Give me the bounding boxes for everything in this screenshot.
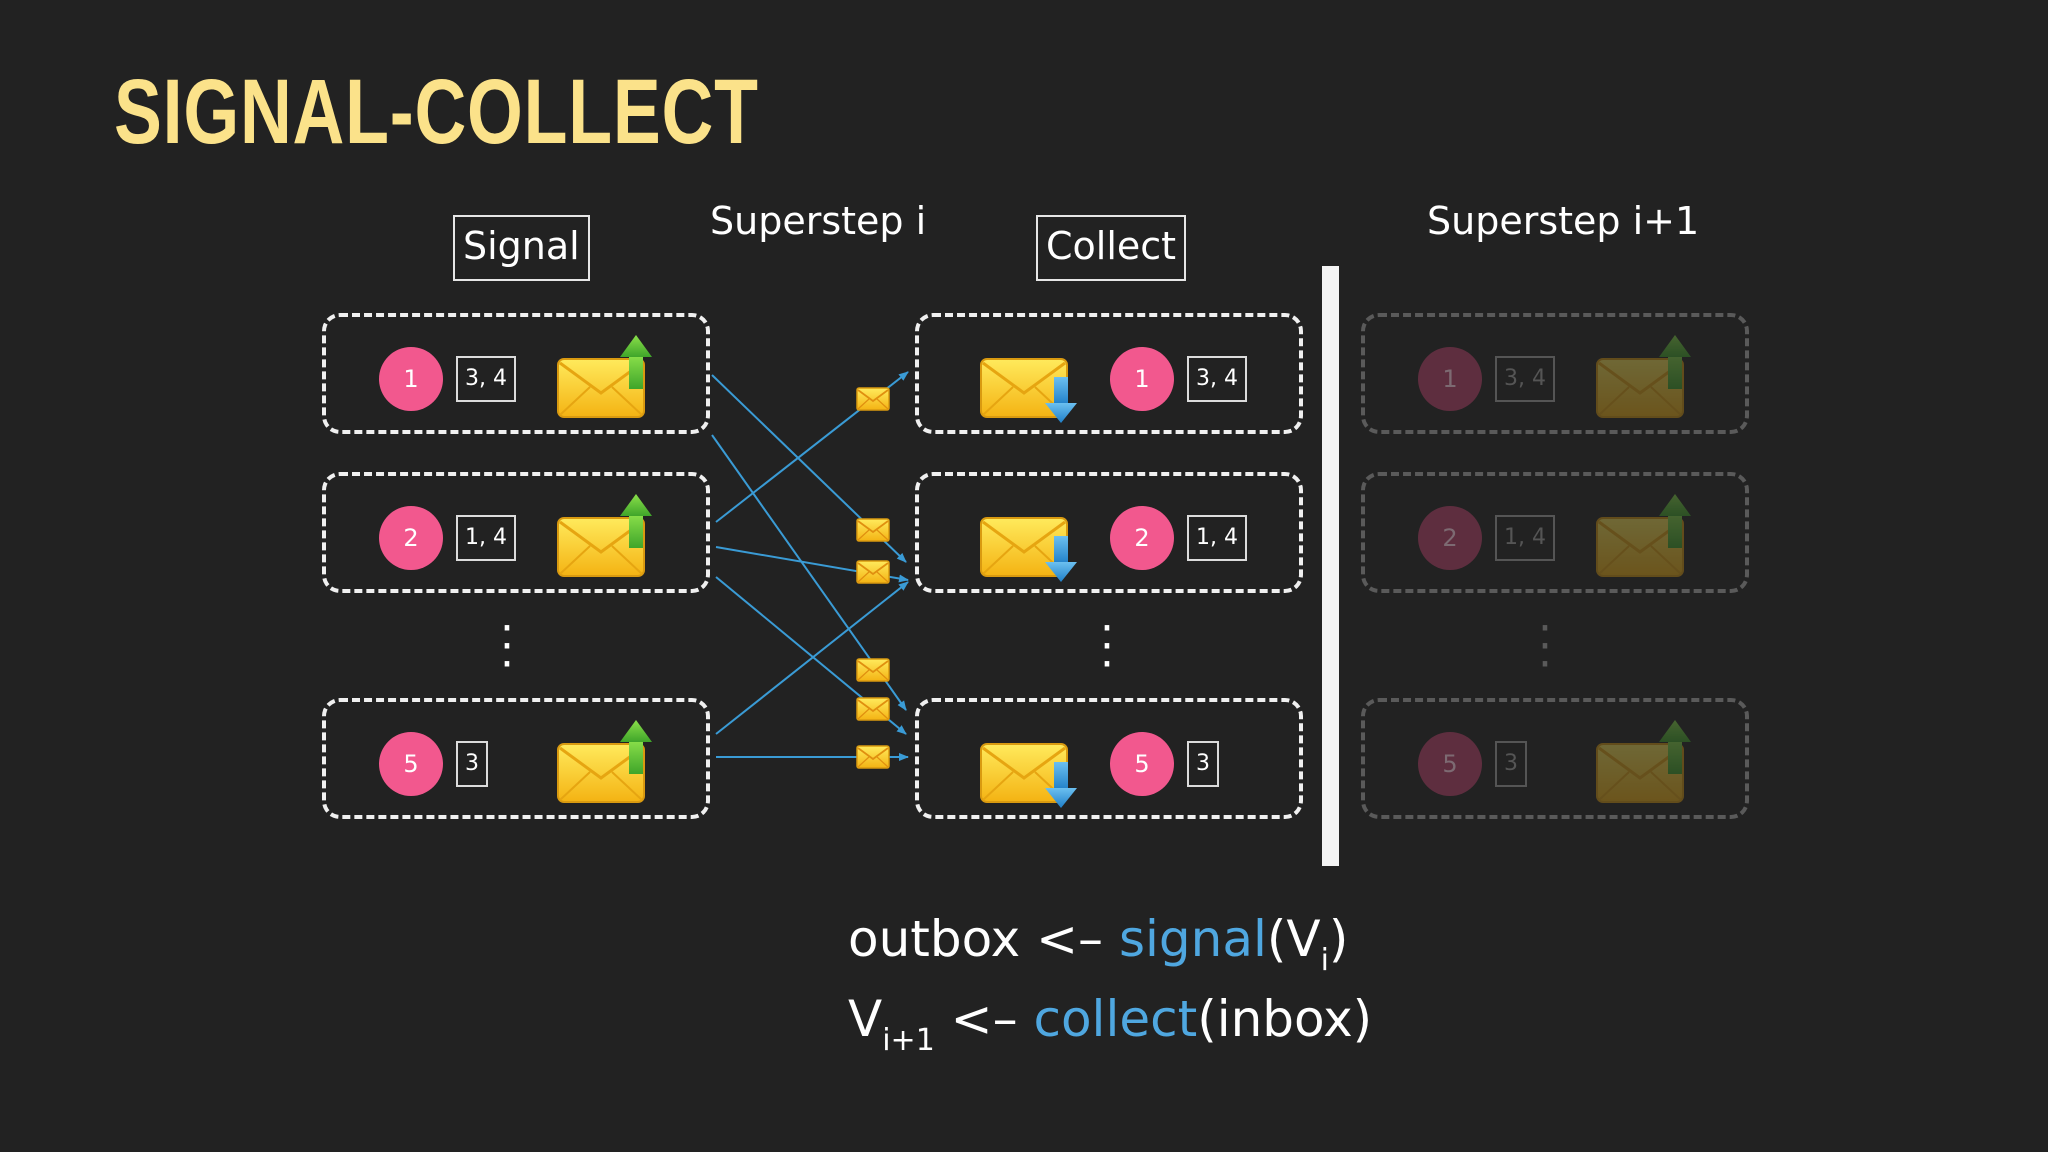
next-vertex-group-2: 2 1, 4 — [1361, 472, 1749, 593]
vertex-node: 2 — [379, 506, 443, 570]
envelope-up-arrow-icon — [1595, 492, 1693, 578]
vertex-node: 1 — [379, 347, 443, 411]
next-vertex-group-1: 1 3, 4 — [1361, 313, 1749, 434]
vertex-node: 5 — [379, 732, 443, 796]
vertex-node: 5 — [1110, 732, 1174, 796]
message-icon — [856, 745, 890, 769]
envelope-down-arrow-icon — [979, 357, 1079, 423]
envelope-up-arrow-icon — [556, 718, 654, 804]
neighbor-list: 3, 4 — [456, 356, 516, 402]
superstep-i-label: Superstep i — [710, 199, 927, 243]
signal-phase-label: Signal — [453, 215, 590, 281]
collect-function: collect — [1033, 990, 1198, 1048]
collect-phase-label: Collect — [1036, 215, 1187, 281]
ellipsis-vertical: ··· — [500, 603, 514, 690]
message-icon — [856, 560, 890, 584]
vertex-node: 1 — [1418, 347, 1482, 411]
signal-formula: outbox <– signal(Vi) — [848, 907, 1349, 976]
collect-vertex-group-2: 2 1, 4 — [915, 472, 1303, 593]
envelope-down-arrow-icon — [979, 742, 1079, 808]
message-icon — [856, 518, 890, 542]
message-arrow — [715, 581, 909, 735]
slide-title: SIGNAL-COLLECT — [114, 61, 759, 163]
message-arrow — [715, 371, 909, 523]
next-vertex-group-5: 5 3 — [1361, 698, 1749, 819]
collect-vertex-group-5: 5 3 — [915, 698, 1303, 819]
neighbor-list: 3 — [1187, 741, 1219, 787]
signal-vertex-group-5: 5 3 — [322, 698, 710, 819]
message-icon — [856, 387, 890, 411]
signal-vertex-group-1: 1 3, 4 — [322, 313, 710, 434]
message-arrow — [715, 546, 909, 583]
envelope-up-arrow-icon — [1595, 333, 1693, 419]
message-arrow — [711, 434, 907, 711]
formula-arg: (inbox) — [1197, 990, 1373, 1048]
envelope-up-arrow-icon — [556, 492, 654, 578]
formula-arrow: <– — [934, 990, 1034, 1048]
neighbor-list: 3 — [456, 741, 488, 787]
formula-lhs: outbox <– — [848, 910, 1119, 968]
envelope-up-arrow-icon — [1595, 718, 1693, 804]
ellipsis-vertical: ··· — [1100, 603, 1114, 690]
vertex-node: 1 — [1110, 347, 1174, 411]
formula-subscript: i+1 — [882, 1023, 935, 1058]
superstep-next-label: Superstep i+1 — [1427, 199, 1700, 243]
neighbor-list: 1, 4 — [1187, 515, 1247, 561]
message-icon — [856, 658, 890, 682]
collect-vertex-group-1: 1 3, 4 — [915, 313, 1303, 434]
neighbor-list: 3 — [1495, 741, 1527, 787]
formula-subscript: i — [1320, 943, 1329, 978]
vertex-node: 5 — [1418, 732, 1482, 796]
envelope-up-arrow-icon — [556, 333, 654, 419]
formula-arg-open: (V — [1266, 910, 1321, 968]
message-icon — [856, 697, 890, 721]
vertex-node: 2 — [1418, 506, 1482, 570]
superstep-divider — [1322, 266, 1339, 866]
formula-arg-close: ) — [1328, 910, 1349, 968]
envelope-down-arrow-icon — [979, 516, 1079, 582]
neighbor-list: 1, 4 — [456, 515, 516, 561]
signal-vertex-group-2: 2 1, 4 — [322, 472, 710, 593]
ellipsis-vertical: ··· — [1538, 603, 1552, 690]
message-arrow — [715, 576, 907, 735]
message-arrow — [711, 374, 907, 563]
signal-function: signal — [1118, 910, 1267, 968]
neighbor-list: 1, 4 — [1495, 515, 1555, 561]
collect-formula: Vi+1 <– collect(inbox) — [848, 987, 1373, 1056]
neighbor-list: 3, 4 — [1495, 356, 1555, 402]
neighbor-list: 3, 4 — [1187, 356, 1247, 402]
vertex-node: 2 — [1110, 506, 1174, 570]
formula-lhs-var: V — [848, 990, 883, 1048]
